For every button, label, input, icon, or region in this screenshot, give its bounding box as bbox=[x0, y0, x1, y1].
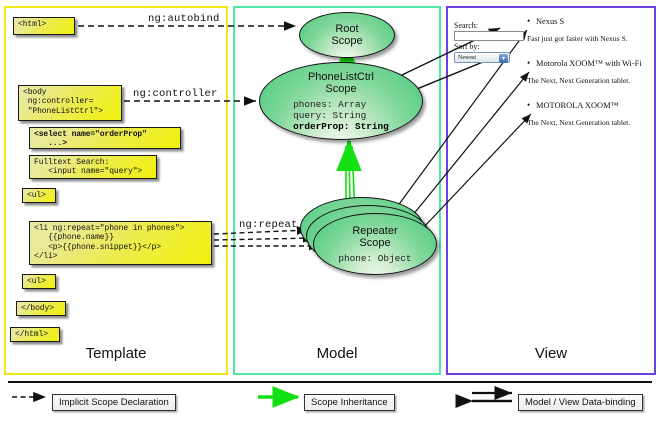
phonelistctrl-scope-properties: phones: Array query: String orderProp: S… bbox=[293, 99, 389, 132]
phone-name: Motorola XOOM™ with Wi-Fi bbox=[527, 58, 651, 68]
search-label: Search: bbox=[454, 21, 478, 30]
phonelistctrl-props-orderprop: orderProp: String bbox=[293, 120, 389, 132]
template-box-body-close-tag[interactable]: </body> bbox=[16, 301, 66, 316]
template-box-ul-open-tag[interactable]: <ul> bbox=[22, 188, 56, 203]
sort-by-selected-value: Newest bbox=[458, 54, 476, 61]
template-box-html-open-tag[interactable]: <html> bbox=[13, 17, 75, 35]
phone-snippet: The Next, Next Generation tablet. bbox=[527, 118, 631, 127]
phone-snippet: The Next, Next Generation tablet. bbox=[527, 76, 631, 85]
phonelistctrl-scope-node[interactable]: PhoneListCtrl Scope phones: Array query:… bbox=[259, 62, 423, 140]
template-box-body-open-tag[interactable]: <body ng:controller= "PhoneListCtrl"> bbox=[18, 85, 122, 121]
edge-label-ng-repeat: ng:repeat bbox=[239, 219, 298, 231]
panel-label-model: Model bbox=[316, 345, 358, 362]
legend-item-scope-inheritance: Scope Inheritance bbox=[304, 394, 395, 411]
root-scope-title: Root Scope bbox=[331, 22, 363, 48]
legend-item-implicit-scope-declaration: Implicit Scope Declaration bbox=[52, 394, 176, 411]
legend-divider bbox=[8, 381, 652, 383]
template-box-html-close-tag[interactable]: </html> bbox=[10, 327, 60, 342]
phonelistctrl-scope-title: PhoneListCtrl Scope bbox=[307, 70, 375, 96]
panel-label-template: Template bbox=[85, 345, 147, 362]
phonelistctrl-props-plain: phones: Array query: String bbox=[293, 98, 367, 121]
sort-by-label: Sort by: bbox=[454, 42, 480, 51]
list-item[interactable]: MOTOROLA XOOM™ The Next, Next Generation… bbox=[527, 100, 651, 127]
template-box-li-repeat-tag[interactable]: <li ng:repeat="phone in phones"> {{phone… bbox=[29, 221, 212, 265]
repeater-scope-title: Repeater Scope bbox=[352, 224, 398, 250]
panel-label-view: View bbox=[534, 345, 568, 362]
template-box-select-tag[interactable]: <select name="orderProp" ...> bbox=[29, 127, 181, 149]
sort-by-select[interactable]: Newest ▾ bbox=[454, 52, 510, 63]
edge-label-ng-controller: ng:controller bbox=[133, 88, 218, 100]
list-item[interactable]: Nexus S Fast just got faster with Nexus … bbox=[527, 16, 651, 43]
legend: Implicit Scope Declaration Scope Inherit… bbox=[0, 381, 660, 421]
template-box-fulltext-search[interactable]: Fulltext Search: <input name="query"> bbox=[29, 155, 157, 179]
list-item[interactable]: Motorola XOOM™ with Wi-Fi The Next, Next… bbox=[527, 58, 651, 85]
legend-item-model-view-data-binding: Model / View Data-binding bbox=[518, 394, 643, 411]
edge-label-ng-autobind: ng:autobind bbox=[148, 13, 220, 25]
view-rendered-page: Search: Sort by: Newest ▾ Nexus S Fast j… bbox=[449, 9, 653, 372]
repeater-scope-properties: phone: Object bbox=[338, 252, 412, 264]
phone-snippet: Fast just got faster with Nexus S. bbox=[527, 34, 628, 43]
root-scope-node[interactable]: Root Scope bbox=[299, 12, 395, 58]
phone-name: Nexus S bbox=[527, 16, 651, 26]
chevron-updown-icon: ▾ bbox=[499, 54, 508, 63]
search-input[interactable] bbox=[454, 31, 524, 41]
repeater-scope-node[interactable]: Repeater Scope phone: Object bbox=[313, 213, 437, 275]
phone-name: MOTOROLA XOOM™ bbox=[527, 100, 651, 110]
template-box-ul-close-tag[interactable]: <ul> bbox=[22, 274, 56, 289]
